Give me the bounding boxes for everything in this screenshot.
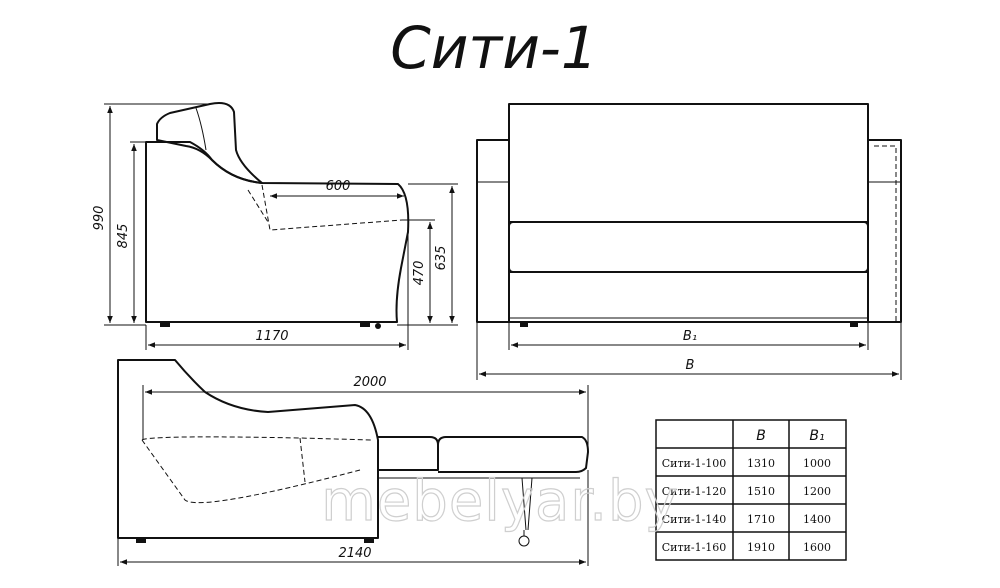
unfolded-view-body — [117, 359, 379, 539]
side-view-foot — [360, 322, 370, 327]
table-header-b: B — [756, 428, 766, 444]
dim-b: B — [686, 358, 695, 373]
table-cell-model: Сити-1-120 — [662, 485, 727, 498]
dim-2000: 2000 — [353, 375, 386, 390]
side-view: 990 845 600 470 635 1170 — [92, 102, 458, 350]
dim-1170: 1170 — [255, 329, 288, 344]
dim-635: 635 — [434, 246, 449, 271]
table-header-b1: B₁ — [809, 428, 824, 444]
dim-b1: B₁ — [683, 329, 697, 344]
side-view-wheel — [375, 323, 381, 329]
table-cell-b: 1510 — [747, 485, 775, 498]
table-cell-b1: 1600 — [803, 541, 831, 554]
side-view-back-pillow — [156, 102, 263, 184]
side-view-foot — [160, 322, 170, 327]
table-cell-b1: 1400 — [803, 513, 831, 526]
table-cell-b: 1310 — [747, 457, 775, 470]
unfolded-view-mattress — [437, 436, 589, 473]
table-cell-model: Сити-1-100 — [662, 457, 727, 470]
dim-990: 990 — [92, 206, 107, 231]
dim-600: 600 — [326, 179, 351, 194]
front-view-left-arm — [476, 139, 510, 323]
table-cell-b1: 1200 — [803, 485, 831, 498]
unfolded-view-wheel — [518, 535, 530, 547]
table-cell-b: 1910 — [747, 541, 775, 554]
table-cell-model: Сити-1-140 — [662, 513, 727, 526]
table-cell-b1: 1000 — [803, 457, 831, 470]
watermark: mebelyar.by — [321, 469, 678, 534]
unfolded-view: 2000 2140 — [117, 359, 589, 566]
dim-470: 470 — [412, 261, 427, 286]
front-view-seat — [508, 221, 869, 273]
table-cell-model: Сити-1-160 — [662, 541, 727, 554]
size-table: B B₁ Сити-1-100 1310 1000 Сити-1-120 151… — [655, 419, 847, 561]
unfolded-view-mattress — [378, 436, 439, 471]
front-view-base — [508, 271, 869, 323]
side-view-body — [145, 141, 410, 323]
table-cell-b: 1710 — [747, 513, 775, 526]
front-view: B₁ B — [476, 103, 902, 380]
unfolded-view-seat-dashed — [141, 439, 361, 504]
dim-2140: 2140 — [338, 546, 371, 561]
front-view-back — [508, 103, 869, 223]
drawing-title: Сити-1 — [390, 14, 598, 82]
dim-845: 845 — [116, 224, 131, 249]
